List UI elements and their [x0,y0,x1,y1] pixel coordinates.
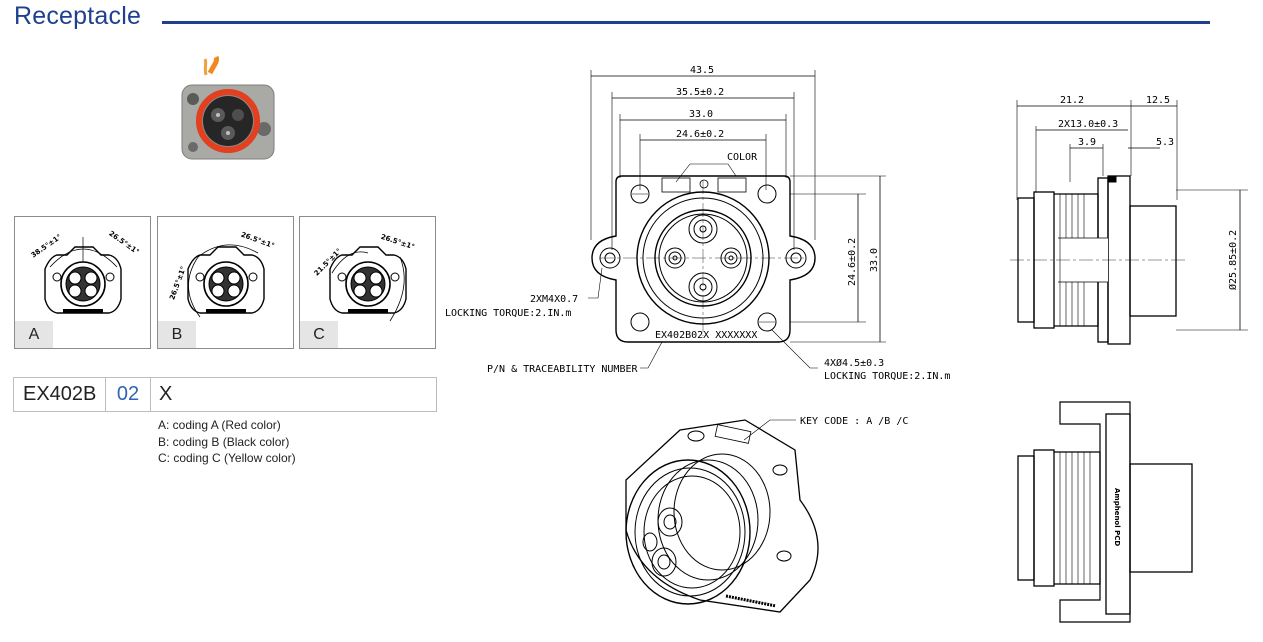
dim-v-24-6: 24.6±0.2 [847,238,858,286]
front-view-dimensions: 43.5 35.5±0.2 33.0 24.6±0.2 COLOR 24.6±0… [445,65,950,382]
screw-torque: LOCKING TORQUE:2.IN.m [445,308,571,319]
logo-text: Amphenol PCD [1113,488,1121,546]
pn-note: P/N & TRACEABILITY NUMBER [487,364,638,375]
front-view [588,70,886,369]
coding-option-c: C: coding C (Yellow color) [158,451,296,465]
pn-coding: X [159,383,173,405]
coding-option-a: A: coding A (Red color) [158,418,281,432]
title-rule [162,21,1210,24]
isometric-view [625,419,819,613]
dim-13-0: 2X13.0±0.3 [1058,119,1118,130]
screw-note: 2XM4X0.7 [530,294,578,305]
dim-12-5: 12.5 [1146,95,1170,106]
dim-5-3: 5.3 [1156,137,1174,148]
coding-tag-c: C [300,321,338,348]
dim-21-2: 21.2 [1060,95,1084,106]
coding-options-list: A: coding A (Red color) B: coding B (Bla… [158,417,296,467]
part-number-table: EX402B 02 X [13,377,437,412]
dim-35-5: 35.5±0.2 [676,87,724,98]
side-view-lower [1017,401,1193,623]
dim-diameter: Ø25.85±0.2 [1227,230,1239,290]
product-photo [181,55,275,160]
marking-text: EX402B02X XXXXXXX [655,330,757,341]
dim-3-9: 3.9 [1078,137,1096,148]
coding-tag-b: B [158,321,196,348]
coding-option-b: B: coding B (Black color) [158,434,290,449]
coding-tag-a: A [15,321,53,348]
dim-33-0: 33.0 [689,109,713,120]
pn-contacts: 02 [106,378,151,411]
key-code-label: KEY CODE : A /B /C [800,416,908,427]
color-label: COLOR [727,152,758,163]
dim-43-5: 43.5 [690,65,714,76]
side-view [1010,100,1248,345]
hole-torque: LOCKING TORQUE:2.IN.m [824,371,950,382]
hole-note: 4XØ4.5±0.3 [824,357,884,369]
side-view-dimensions: 21.2 12.5 2X13.0±0.3 3.9 5.3 Ø25.85±0.2 [1058,95,1239,290]
dim-v-33-0: 33.0 [869,248,880,272]
pn-base: EX402B [14,378,106,411]
page-title: Receptacle [14,2,142,30]
dim-24-6: 24.6±0.2 [676,129,724,140]
